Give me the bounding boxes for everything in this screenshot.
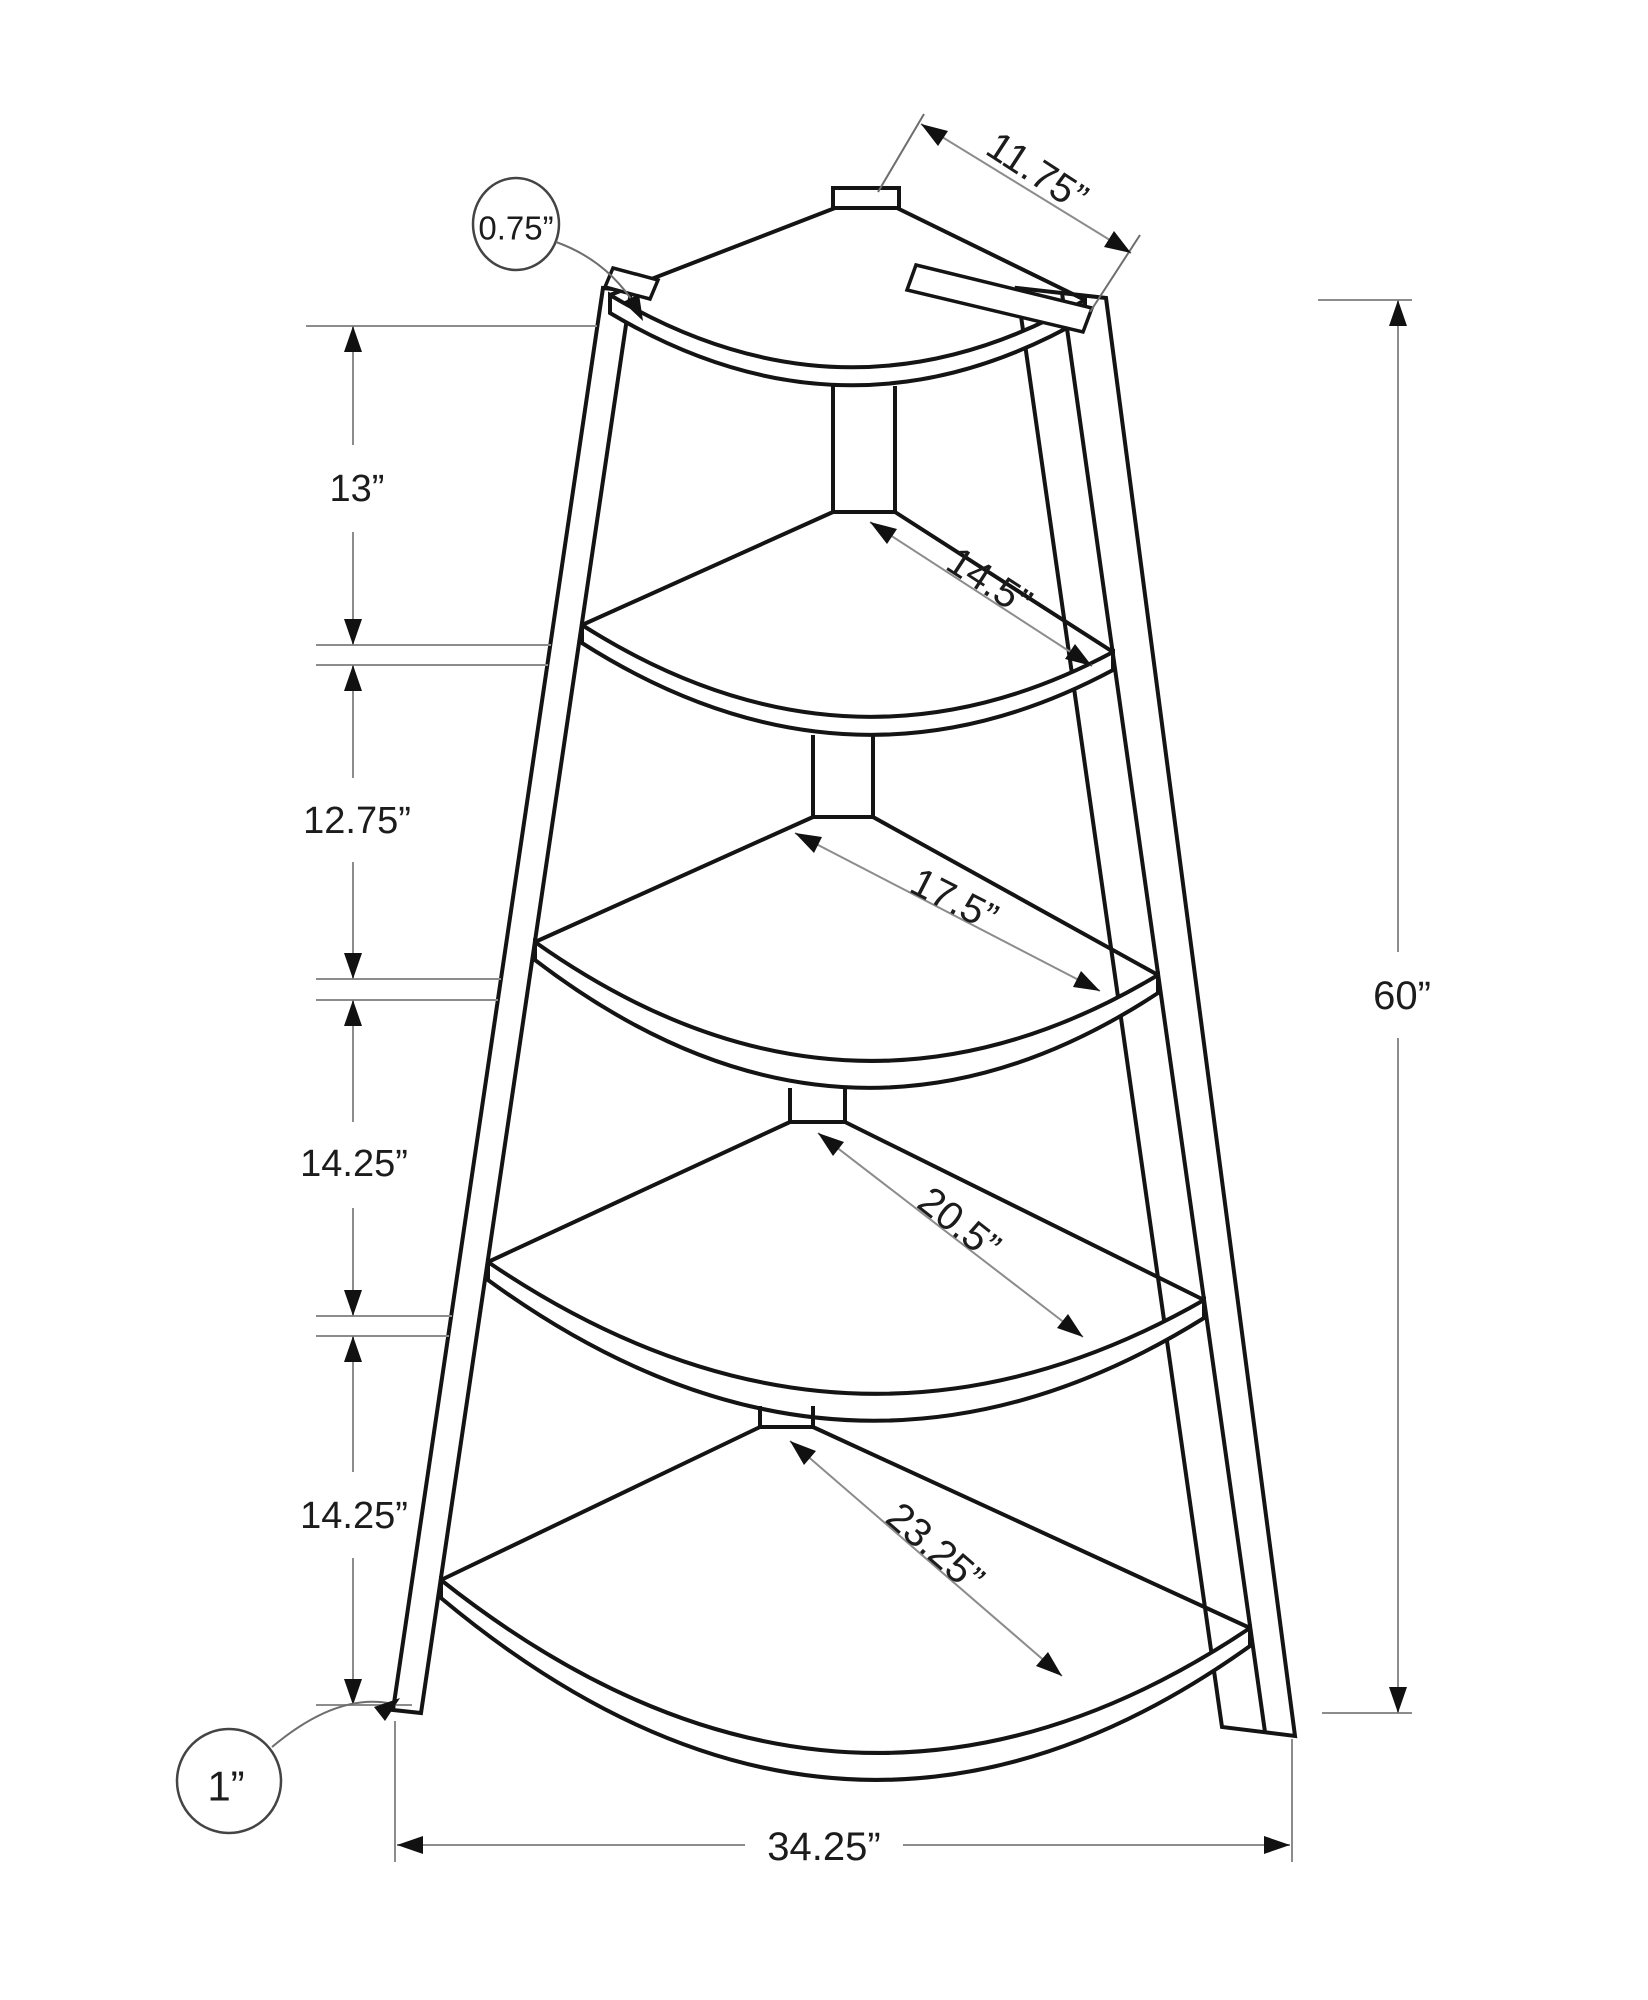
shelf-3 xyxy=(533,815,1160,1090)
top-shelf-width-label: 11.75” xyxy=(979,123,1096,220)
dim-base-width: 34.25” xyxy=(394,1721,1293,1869)
shelf-4-dim-line xyxy=(817,1132,1084,1338)
arrowhead xyxy=(344,619,362,645)
arrowhead xyxy=(1389,300,1407,326)
thickness-callout-label: 0.75” xyxy=(478,210,553,247)
arrowhead xyxy=(623,294,643,321)
dim-top-extension-lines xyxy=(877,113,1141,313)
post-4 xyxy=(758,1406,815,1429)
shelf-2-front-band xyxy=(580,621,1115,737)
base-callout-bubble xyxy=(175,1727,283,1835)
arrowhead xyxy=(344,1336,362,1362)
right-leg-corner-edge xyxy=(1060,292,1267,1733)
shelf-4-depth-label: 20.5” xyxy=(910,1179,1009,1270)
shelf-5-dim-line xyxy=(789,1440,1063,1677)
base-thickness-callout-label: 1” xyxy=(207,1763,244,1810)
post-2 xyxy=(811,735,875,819)
shelf-3-front-band xyxy=(533,938,1160,1090)
height-label: 60” xyxy=(1373,974,1431,1018)
right-leg xyxy=(1014,285,1298,1739)
dim-shelf-5-edge: 23.25” xyxy=(789,1440,1063,1677)
arrowhead xyxy=(1389,1687,1407,1713)
right-leg-board xyxy=(1014,285,1298,1739)
arrowhead xyxy=(818,1133,844,1156)
arrowhead xyxy=(344,1679,362,1705)
spacing-4-label: 14.25” xyxy=(300,1495,408,1537)
post-1 xyxy=(831,386,897,514)
shelf-5-depth-label: 23.25” xyxy=(878,1494,992,1602)
shelf-5-back-edges xyxy=(440,1425,1251,1630)
arrowhead xyxy=(1104,231,1131,253)
arrowhead xyxy=(374,1698,400,1721)
shelf-3-back-edges xyxy=(534,815,1159,977)
arrowhead xyxy=(344,953,362,979)
arrowhead xyxy=(344,1000,362,1026)
arrowhead xyxy=(795,833,822,853)
shelf-3-depth-label: 17.5” xyxy=(903,860,1004,941)
shelf-5 xyxy=(439,1425,1252,1782)
top-cap xyxy=(831,186,901,210)
shelf-4 xyxy=(486,1120,1206,1423)
arrowhead xyxy=(790,1441,816,1465)
shelf-2 xyxy=(580,510,1115,737)
spacing-1-label: 13” xyxy=(330,468,385,510)
dim-shelf-4-edge: 20.5” xyxy=(817,1132,1084,1338)
base-leader-line xyxy=(271,1700,389,1748)
spacing-3-label: 14.25” xyxy=(300,1143,408,1185)
dim-overall-height: 60” xyxy=(1318,299,1431,1714)
shelf-1-back-edges xyxy=(609,206,1086,302)
base-width-label: 34.25” xyxy=(767,1825,880,1869)
shelf-unit xyxy=(390,186,1298,1782)
shelf-4-front-band xyxy=(486,1258,1206,1423)
arrowhead xyxy=(1036,1652,1062,1676)
arrowhead xyxy=(344,1290,362,1316)
shelf-2-back-edges xyxy=(581,510,1115,654)
arrowhead xyxy=(1264,1836,1290,1854)
arrowhead xyxy=(1073,971,1100,991)
left-extension-lines xyxy=(306,325,597,1706)
arrowhead xyxy=(1057,1314,1083,1337)
arrowhead xyxy=(870,522,897,544)
arrowhead xyxy=(397,1836,423,1854)
arrowhead xyxy=(921,124,948,146)
shelf-3-dim-line xyxy=(794,832,1101,992)
arrowhead xyxy=(344,665,362,691)
shelf-2-depth-label: 14.5” xyxy=(939,539,1039,626)
callout-base-thickness: 1” xyxy=(175,1698,400,1835)
base-extension-lines xyxy=(394,1721,1293,1862)
callout-shelf-thickness: 0.75” xyxy=(471,176,643,321)
dim-top-line xyxy=(920,123,1132,254)
dim-left-chain: 13” 12.75” 14.25” 14.25” xyxy=(300,325,597,1706)
shelf-2-dim-line xyxy=(869,521,1093,667)
shelf-5-front-band xyxy=(439,1575,1252,1782)
shelf-4-back-edges xyxy=(487,1120,1205,1302)
post-3 xyxy=(788,1088,847,1124)
arrowhead xyxy=(344,326,362,352)
arrowhead xyxy=(1065,644,1092,666)
spacing-2-label: 12.75” xyxy=(303,800,411,842)
thickness-callout-bubble xyxy=(471,176,561,272)
